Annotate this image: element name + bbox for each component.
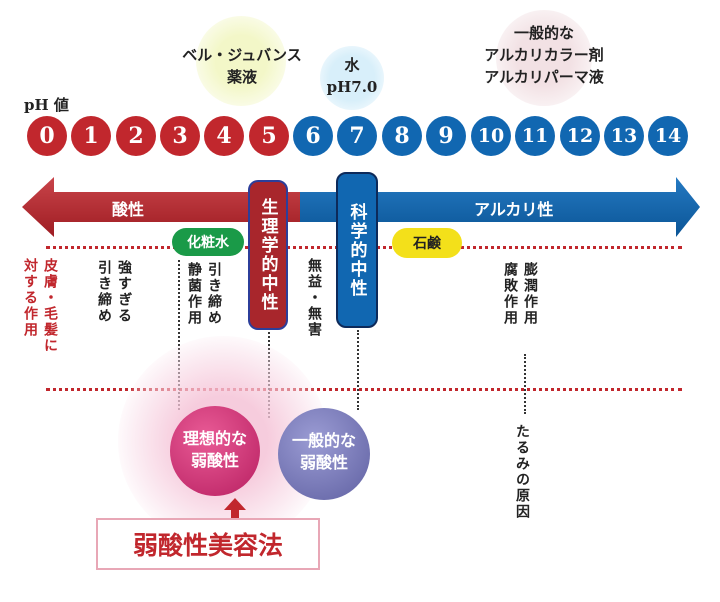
skin-hair-effect-label: 皮膚・毛髪に 対する作用: [22, 258, 58, 354]
ph-axis-label: pH 値: [24, 96, 69, 114]
general-weak-acid-circle: [278, 408, 370, 500]
up-arrow-icon: [224, 498, 246, 524]
ph-10: 10: [471, 116, 511, 156]
ph-8: 8: [382, 116, 422, 156]
ph-12: 12: [560, 116, 600, 156]
water-label: 水 pH7.0: [326, 56, 378, 96]
acidic-label: 酸性: [112, 200, 145, 219]
bubble-water: [320, 46, 384, 110]
ph-2: 2: [116, 116, 156, 156]
connector-ph3: [178, 260, 180, 410]
connector-alkali: [524, 354, 526, 414]
physiological-neutral-pill: 生理学的中性: [248, 180, 288, 330]
ideal-weak-acid-label: 理想的な 弱酸性: [182, 429, 247, 470]
ph-6: 6: [293, 116, 333, 156]
ph-0: 0: [27, 116, 67, 156]
bubble-alkali-products: [496, 10, 592, 106]
too-strong-tightening-label: 強すぎる 引き締め: [96, 260, 132, 324]
ph-direction-arrow: [22, 177, 700, 237]
ph-7: 7: [337, 116, 377, 156]
weak-acid-beauty-method-box: 弱酸性美容法: [96, 518, 320, 570]
sagging-label: たるみの原因: [514, 424, 530, 520]
scientific-neutral-pill: 科学的中性: [336, 172, 378, 328]
alkali-products-label: 一般的な アルカリカラー剤 アルカリパーマ液: [484, 24, 604, 86]
ph-11: 11: [515, 116, 555, 156]
swell-rot-label: 膨潤作用 腐敗作用: [502, 262, 538, 326]
ph-4: 4: [204, 116, 244, 156]
ph-9: 9: [426, 116, 466, 156]
ideal-weak-acid-circle: [170, 406, 260, 496]
bubble-berujuvans: [196, 16, 286, 106]
soap-badge: 石鹸: [392, 228, 462, 258]
harmless-label: 無益・無害: [306, 258, 322, 338]
lower-dotted-line: [46, 388, 682, 391]
ph-3: 3: [160, 116, 200, 156]
alkaline-label: アルカリ性: [474, 200, 554, 219]
ph-5: 5: [249, 116, 289, 156]
connector-science: [357, 330, 359, 410]
ph-13: 13: [604, 116, 644, 156]
berujuvans-label: ベル・ジュバンス 薬液: [182, 46, 302, 86]
general-weak-acid-label: 一般的な 弱酸性: [291, 431, 356, 472]
ph-1: 1: [71, 116, 111, 156]
lotion-badge: 化粧水: [172, 228, 244, 256]
ph-14: 14: [648, 116, 688, 156]
tighten-sterilize-label: 引き締め 静菌作用: [186, 262, 222, 326]
